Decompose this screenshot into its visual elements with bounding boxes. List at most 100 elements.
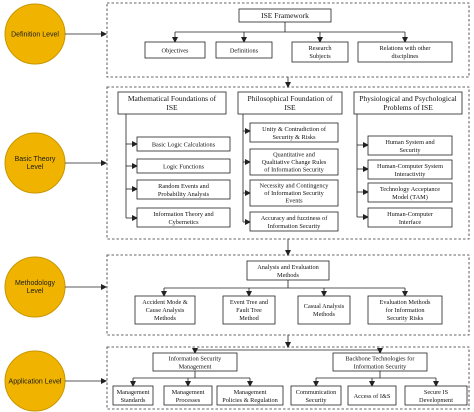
casual-analysis-box: [297, 295, 351, 325]
necessity-box: [249, 179, 339, 207]
tam-label-2: Model (TAM): [392, 194, 428, 201]
secure-dev-label-1: Secure IS: [424, 389, 449, 396]
phil-foundation-box: [237, 91, 343, 115]
info-theory-box: [136, 207, 231, 228]
logic-functions-box: [136, 158, 231, 174]
human-system-box: [367, 135, 453, 156]
relations-label-1: Relations with other: [379, 45, 431, 52]
hci-interactivity-label-1: Human-Computer System: [377, 163, 443, 170]
necessity-label-2: of Information Security: [264, 190, 324, 197]
unity-label-2: Security & Risks: [272, 134, 316, 141]
tam-box: [367, 182, 453, 203]
evaluation-methods-box: [367, 295, 443, 325]
event-tree-label-1: Event Tree and: [230, 299, 269, 306]
random-events-label-1: Random Events and: [158, 183, 210, 190]
event-tree-label-3: Method: [239, 315, 259, 322]
casual-analysis-label-2: Methods: [313, 311, 336, 318]
accident-mode-box: [134, 295, 196, 325]
methodology-level-label-line1: Methodology: [15, 280, 56, 287]
evaluation-methods-label-2: for Information: [386, 307, 426, 314]
research-subjects-box: [291, 41, 349, 63]
basic-logic-box: [136, 136, 231, 152]
unity-box: [249, 122, 339, 143]
hci-interactivity-box: [367, 159, 453, 180]
phil-foundation-label-1: Philosophical Foundation of: [248, 94, 334, 103]
backbone-tech-label-1: Backbone Technologies for: [345, 356, 415, 363]
access-is-label: Access of I&S: [354, 393, 391, 400]
mgmt-processes-label-1: Management: [172, 389, 205, 396]
quant-qual-label-3: of Information Security: [264, 167, 324, 174]
accident-mode-label-1: Accident Mode &: [142, 299, 188, 306]
basic-logic-label: Basic Logic Calculations: [152, 142, 216, 149]
evaluation-methods-label-1: Evaluation Methods: [380, 299, 431, 306]
quant-qual-label-1: Quantitative and: [273, 152, 316, 159]
basic-theory-level-node: Basic Theory Level: [4, 132, 66, 194]
math-foundations-label-1: Mathematical Foundations of: [128, 94, 217, 103]
mgmt-processes-box: [163, 385, 213, 406]
hci-interactivity-label-2: Interactivity: [395, 171, 427, 178]
access-is-box: [347, 385, 397, 406]
definition-level-label: Definition Level: [11, 32, 59, 39]
application-level-label: Application Level: [9, 379, 62, 386]
math-foundations-label-2: ISE: [166, 103, 178, 112]
phil-foundation-label-2: ISE: [284, 103, 296, 112]
mgmt-policies-label-1: Management: [234, 389, 267, 396]
evaluation-methods-label-3: Security Risks: [387, 315, 424, 322]
physio-psych-label-2: Problems of ISE: [383, 103, 433, 112]
mgmt-processes-label-2: Processes: [176, 397, 201, 404]
definitions-label: Definitions: [230, 48, 259, 55]
tam-label-1: Technology Acceptance: [380, 186, 440, 193]
accuracy-box: [249, 211, 339, 232]
secure-dev-label-2: Development: [419, 397, 453, 404]
application-level-node: Application Level: [4, 350, 66, 412]
is-management-label-1: Information Security: [169, 356, 222, 363]
physio-psych-box: [353, 91, 463, 115]
comm-security-label-2: Security: [306, 397, 328, 404]
logic-functions-label: Logic Functions: [163, 164, 205, 171]
event-tree-box: [222, 295, 276, 325]
math-foundations-box: [117, 91, 227, 115]
secure-dev-box: [404, 385, 468, 406]
human-system-label-2: Security: [400, 147, 422, 154]
analysis-eval-label-2: Methods: [277, 272, 300, 279]
methodology-level-node: Methodology Level: [4, 256, 66, 318]
unity-label-1: Unity & Contradiction of: [262, 126, 327, 133]
is-management-label-2: Management: [179, 364, 212, 371]
accuracy-label-1: Accuracy and fuzziness of: [261, 215, 329, 222]
objectives-box: [144, 41, 206, 59]
mgmt-policies-label-2: Policies & Regulation: [222, 397, 278, 404]
info-theory-label-1: Information Theory and: [153, 211, 214, 218]
accident-mode-label-2: Cause Analysis: [146, 307, 185, 314]
physio-psych-label-1: Physiological and Psychological: [359, 94, 457, 103]
definitions-box: [215, 41, 273, 59]
info-theory-label-2: Cybernetics: [168, 219, 199, 226]
accuracy-label-2: Information Security: [268, 223, 321, 230]
mgmt-standards-label-1: Management: [117, 389, 150, 396]
basic-theory-level-label-line2: Level: [27, 164, 44, 171]
casual-analysis-label-1: Casual Analysis: [304, 303, 345, 310]
random-events-box: [136, 179, 231, 200]
analysis-eval-label-1: Analysis and Evaluation: [257, 264, 319, 271]
event-tree-label-2: Fault Tree: [236, 307, 262, 314]
methodology-level-label-line2: Level: [27, 288, 44, 295]
mgmt-standards-box: [112, 385, 154, 406]
ise-framework-label: ISE Framework: [261, 11, 309, 20]
hci-interface-box: [367, 207, 453, 228]
mgmt-standards-label-2: Standards: [121, 397, 146, 404]
random-events-label-2: Probability Analysis: [158, 191, 210, 198]
necessity-label-3: Events: [285, 198, 303, 205]
mgmt-policies-box: [216, 385, 284, 406]
hci-interface-label-1: Human-Computer: [387, 211, 434, 218]
research-subjects-label-1: Research: [308, 45, 332, 52]
quant-qual-box: [249, 148, 339, 176]
comm-security-box: [290, 385, 342, 406]
objectives-label: Objectives: [162, 48, 189, 55]
definition-level-node: Definition Level: [4, 3, 66, 65]
quant-qual-label-2: Qualitative Change Rules: [262, 159, 327, 166]
relations-label-2: disciplines: [392, 53, 419, 60]
accident-mode-label-3: Methods: [154, 315, 177, 322]
hci-interface-label-2: Interface: [399, 219, 422, 226]
backbone-tech-label-2: Information Security: [354, 364, 407, 371]
